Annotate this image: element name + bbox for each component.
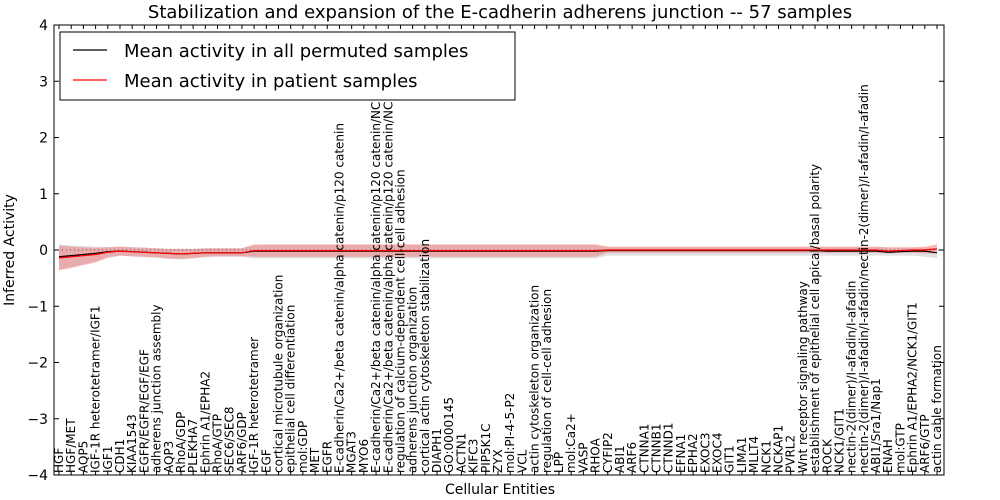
category-label: EGFR/EGFR/EGF/EGF [137,349,151,473]
category-label: PVRL2 [784,435,798,473]
category-label: EXOC4 [711,433,725,474]
category-label: regulation of cell-cell adhesion [540,289,554,473]
category-label: IGF1 [101,446,115,473]
category-label: CTNNA1 [637,423,651,473]
category-label: LIMA1 [735,437,749,473]
legend-box [59,31,516,101]
category-label: epithelial cell differentiation [284,305,298,473]
category-label: EXOC3 [698,433,712,474]
x-axis-label: Cellular Entities [445,482,555,498]
category-label: DIAPH1 [430,428,444,473]
category-label: cortical microtubule organization [272,275,286,473]
plot-layer [54,244,944,271]
category-label: E-cadherin/Ca2+/beta catenin/alpha caten… [381,37,395,473]
category-label: actin cable formation [930,345,944,473]
category-label: PIP5K1C [479,423,493,473]
category-label: EFNA1 [674,434,688,473]
category-label: EGFR [320,441,334,473]
category-label: E-cadherin/Ca2+/beta catenin/alpha caten… [369,86,383,473]
category-label: mol:Ca2+ [564,413,578,473]
legend-label-patient: Mean activity in patient samples [124,71,418,92]
y-axis: −4 −3 −2 −1 0 1 2 3 4 [27,18,944,484]
category-label: RhoA/GTP [211,414,225,473]
category-label: ACTN1 [454,433,468,473]
category-label: Ephrin A1/EPHA2/NCK1/GIT1 [906,302,920,473]
y-tick-label: 2 [39,131,48,147]
category-label: PLEKHA7 [186,419,200,473]
category-label: mol:GDP [296,421,310,473]
category-label: nectin-2(dimer)/I-afadin/I-afadin/nectin… [857,84,871,473]
category-label: AQP3 [162,441,176,473]
category-label: ZYX [491,449,505,473]
category-label: nectin-2(dimer)/I-afadin/I-afadin [845,281,859,473]
category-label: IGF-1R heterotetramer/IGF1 [89,306,103,473]
category-label: GO:0000145 [442,397,456,473]
y-tick-label: 0 [39,243,48,259]
category-label: NCK1/GIT1 [832,408,846,473]
category-label: CYFIP2 [601,432,615,473]
y-tick-label: −4 [27,468,48,484]
category-label: adherens junction assembly [150,304,164,473]
y-tick-label: 3 [39,74,48,90]
category-label: RhoA/GDP [174,412,188,473]
category-label: CTNND1 [662,422,676,473]
category-label: ABI1/Sra1/Nap1 [869,378,883,473]
category-label: SEC6/SEC8 [223,407,237,473]
y-tick-label: −2 [27,356,48,372]
category-label: Ephrin A1/EPHA2 [198,371,212,473]
category-label: Wnt receptor signaling pathway [796,281,810,473]
category-label: KIAA1543 [125,414,139,473]
category-label: MET [308,447,322,473]
category-label: ARF6/GTP [918,414,932,473]
category-label: HGF [52,448,66,473]
legend: Mean activity in all permuted samples Me… [59,31,516,101]
category-label: IGF-1R heterotetramer [247,337,261,473]
category-label: ABI1 [613,445,627,473]
category-label: ENAH [881,439,895,473]
y-axis-label: Inferred Activity [2,194,18,306]
category-label: CDH1 [113,439,127,473]
y-tick-label: 1 [39,187,48,203]
category-label: MYO6 [357,439,371,473]
category-label: MGAT3 [345,431,359,473]
y-tick-label: −1 [27,299,48,315]
category-label: AQP5 [76,441,90,473]
category-label: LPP [552,452,566,473]
category-label: ROCK [820,438,834,473]
category-label: cortical actin cytoskeleton stabilizatio… [418,239,432,473]
chart-title: Stabilization and expansion of the E-cad… [148,2,852,23]
y-tick-label: 4 [39,18,48,34]
y-tick-label: −3 [27,412,48,428]
category-label: HGF/MET [64,418,78,473]
category-label: actin cytoskeleton organization [528,285,542,473]
category-label: NCKAP1 [771,425,785,473]
category-label: ARF6/GDP [235,412,249,473]
category-label: NCK1 [759,440,773,473]
series-line-1 [58,248,938,259]
category-label: GIT1 [723,445,737,473]
category-label: RHOA [589,437,603,473]
category-label: VASP [576,442,590,473]
category-label: adherens junction organization [406,287,420,473]
category-label: KIFC3 [467,439,481,473]
category-label: regulation of calcium-dependent cell-cel… [393,169,407,473]
category-label: EPHA2 [686,433,700,473]
category-label: E-cadherin/Ca2+/beta catenin/alpha caten… [332,123,346,473]
category-label: EGF [259,449,273,473]
category-label: CTNNB1 [650,423,664,473]
legend-label-permuted: Mean activity in all permuted samples [124,41,468,62]
category-label: VCL [515,449,529,473]
category-label: ARF6 [625,442,639,473]
category-label: MLLT4 [747,436,761,473]
category-label: establishment of epithelial cell apical/… [808,164,822,473]
category-label: mol:GTP [893,423,907,473]
category-label: mol:PI-4-5-P2 [503,393,517,473]
